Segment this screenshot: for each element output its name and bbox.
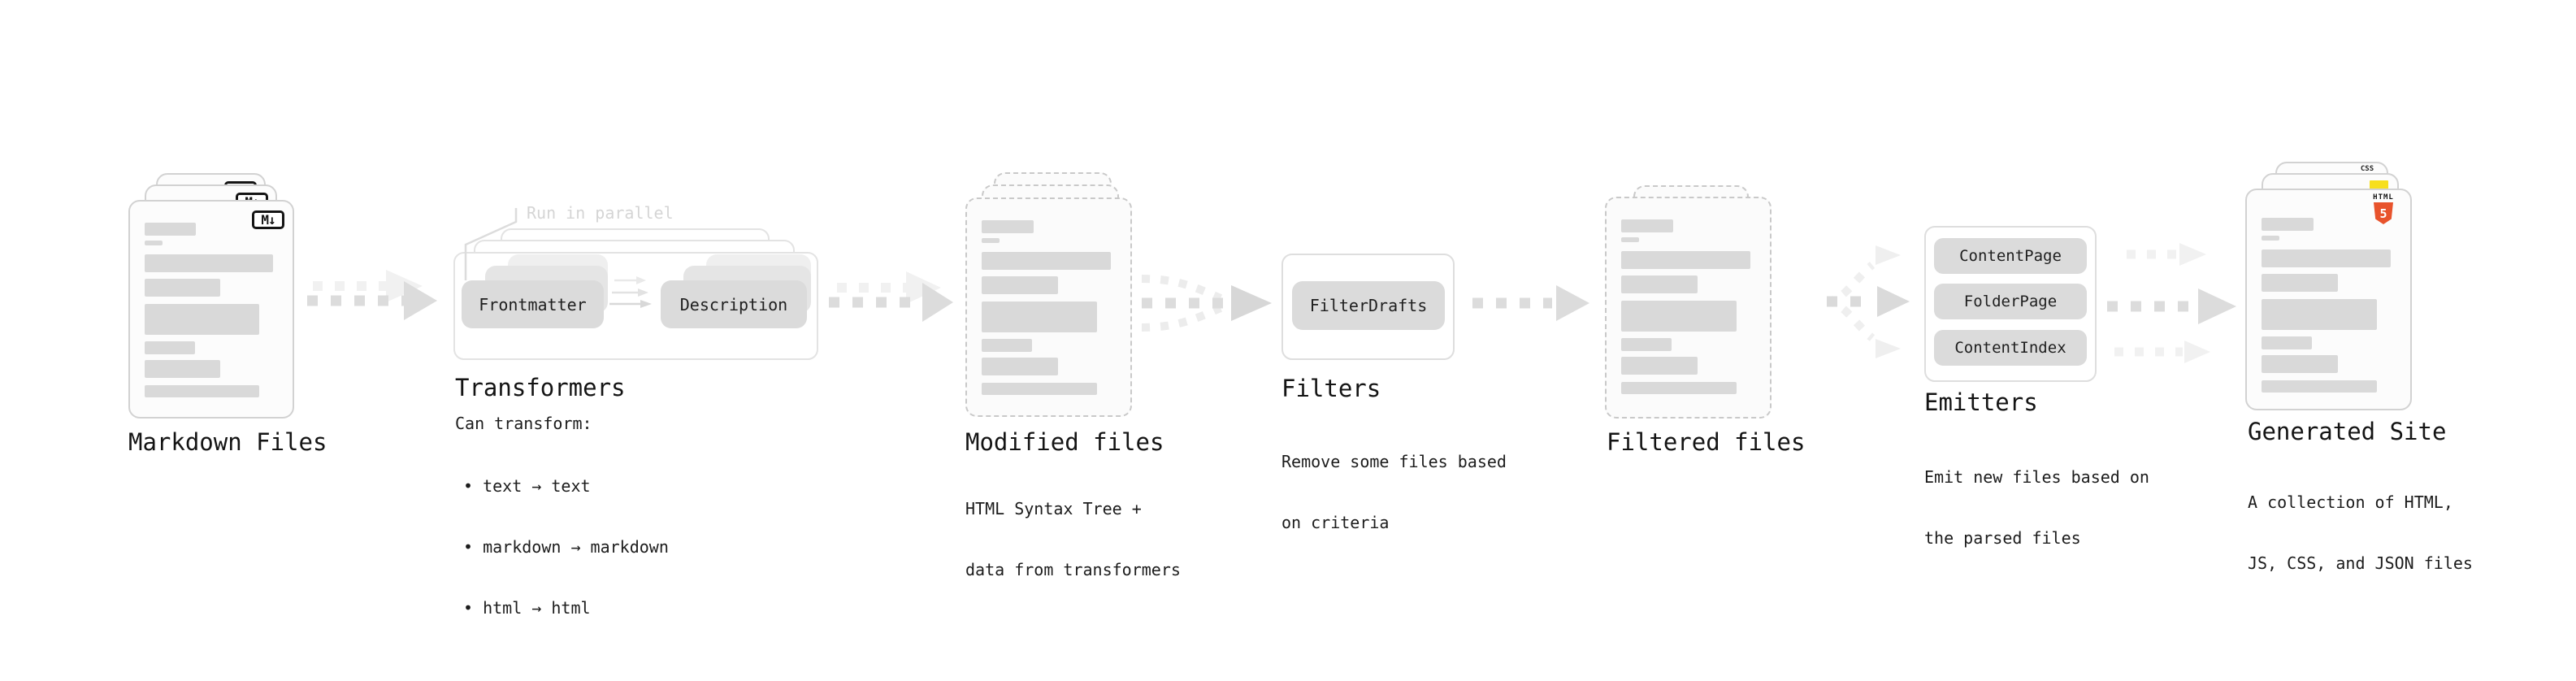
text-line-bar: [2262, 299, 2377, 330]
stage-label-transformers: Transformers: [455, 374, 626, 401]
text-line-bar: [982, 252, 1111, 270]
text-line-bar: [2262, 274, 2338, 292]
text-line-bar: [1621, 382, 1737, 394]
chip-to-chip-arrows: [609, 276, 652, 308]
transformers-desc-title: Can transform:: [455, 414, 592, 433]
emitter-chip-contentindex: ContentIndex: [1934, 330, 2087, 366]
text-line-bar: [145, 254, 273, 272]
filtered-file-card-front: [1605, 197, 1772, 419]
transformers-bullets: • text → text • markdown → markdown • ht…: [463, 436, 669, 659]
bullet-item: • markdown → markdown: [463, 537, 669, 557]
flow-arrow-modified-to-filters: [1141, 275, 1272, 332]
text-line-bar: [1621, 237, 1640, 242]
emitter-chip-folderpage: FolderPage: [1934, 284, 2087, 319]
stage-label-markdown-files: Markdown Files: [128, 428, 327, 456]
text-line-bar: [982, 383, 1097, 395]
text-line-bar: [145, 341, 195, 354]
text-line-bar: [145, 304, 259, 335]
modified-files-subtext: HTML Syntax Tree + data from transformer…: [965, 458, 1181, 621]
text-line-bar: [2262, 380, 2377, 393]
text-line-bar: [145, 223, 197, 236]
text-line-bar: [1621, 338, 1672, 351]
text-line-bar: [982, 358, 1058, 375]
text-line-bar: [2262, 249, 2391, 267]
subtext-line: JS, CSS, and JSON files: [2248, 553, 2473, 573]
file-content-placeholder: [982, 220, 1111, 395]
generated-site-subtext: A collection of HTML, JS, CSS, and JSON …: [2248, 452, 2473, 614]
text-line-bar: [1621, 275, 1698, 293]
stage-label-emitters: Emitters: [1924, 388, 2038, 416]
subtext-line: Remove some files based: [1281, 452, 1507, 471]
text-line-bar: [145, 360, 221, 378]
bullet-item: • text → text: [463, 476, 591, 496]
text-line-bar: [145, 279, 221, 297]
flow-arrow-markdown-to-transformers: [307, 270, 437, 320]
html5-wordmark: HTML: [2373, 193, 2394, 202]
text-line-bar: [2262, 236, 2280, 241]
subtext-line: the parsed files: [1924, 528, 2081, 548]
flow-arrow-emitters-to-generated: [2107, 243, 2236, 363]
text-line-bar: [1621, 251, 1750, 269]
file-content-placeholder: [1621, 219, 1750, 394]
transformer-chip-frontmatter: Frontmatter: [462, 280, 604, 328]
css-label: CSS: [2360, 165, 2374, 173]
subtext-line: data from transformers: [965, 560, 1181, 579]
text-line-bar: [982, 238, 1000, 243]
file-content-placeholder: [2262, 218, 2391, 393]
js-badge: [2370, 180, 2388, 190]
filters-subtext: Remove some files based on criteria: [1281, 411, 1507, 574]
markdown-icon: M↓: [252, 210, 284, 229]
text-line-bar: [1621, 301, 1737, 332]
text-line-bar: [1621, 357, 1698, 375]
subtext-line: on criteria: [1281, 513, 1390, 532]
transformer-chip-description: Description: [661, 280, 807, 328]
subtext-line: HTML Syntax Tree +: [965, 499, 1142, 518]
html5-number: 5: [2379, 206, 2387, 221]
emitter-chip-contentpage: ContentPage: [1934, 238, 2087, 274]
emitters-subtext: Emit new files based on the parsed files: [1924, 427, 2149, 589]
subtext-line: A collection of HTML,: [2248, 492, 2453, 512]
stage-label-generated-site: Generated Site: [2248, 418, 2447, 445]
filter-chip-filterdrafts: FilterDrafts: [1292, 281, 1445, 330]
text-line-bar: [982, 301, 1097, 332]
subtext-line: Emit new files based on: [1924, 467, 2149, 487]
text-line-bar: [1621, 219, 1673, 232]
text-line-bar: [2262, 336, 2312, 349]
file-content-placeholder: [145, 223, 273, 397]
stage-label-modified-files: Modified files: [965, 428, 1164, 456]
flow-arrow-filters-to-filtered: [1472, 285, 1589, 321]
modified-file-card-front: [965, 197, 1132, 417]
generated-file-card-html: HTML 5: [2245, 189, 2412, 410]
text-line-bar: [145, 385, 259, 397]
run-in-parallel-annotation: Run in parallel: [527, 203, 674, 223]
text-line-bar: [982, 220, 1034, 233]
text-line-bar: [982, 276, 1058, 294]
markdown-file-card-front: M↓: [128, 200, 294, 419]
text-line-bar: [2262, 218, 2314, 231]
text-line-bar: [982, 339, 1032, 352]
stage-label-filters: Filters: [1281, 375, 1381, 402]
bullet-item: • html → html: [463, 598, 591, 618]
html5-icon: HTML 5: [2370, 193, 2396, 224]
stage-label-filtered-files: Filtered files: [1607, 428, 1806, 456]
run-in-parallel-callout-line: [464, 208, 518, 280]
text-line-bar: [145, 241, 163, 245]
flow-arrow-transformers-to-modified: [829, 271, 953, 322]
text-line-bar: [2262, 355, 2338, 373]
flow-arrow-filtered-to-emitters: [1826, 245, 1910, 358]
